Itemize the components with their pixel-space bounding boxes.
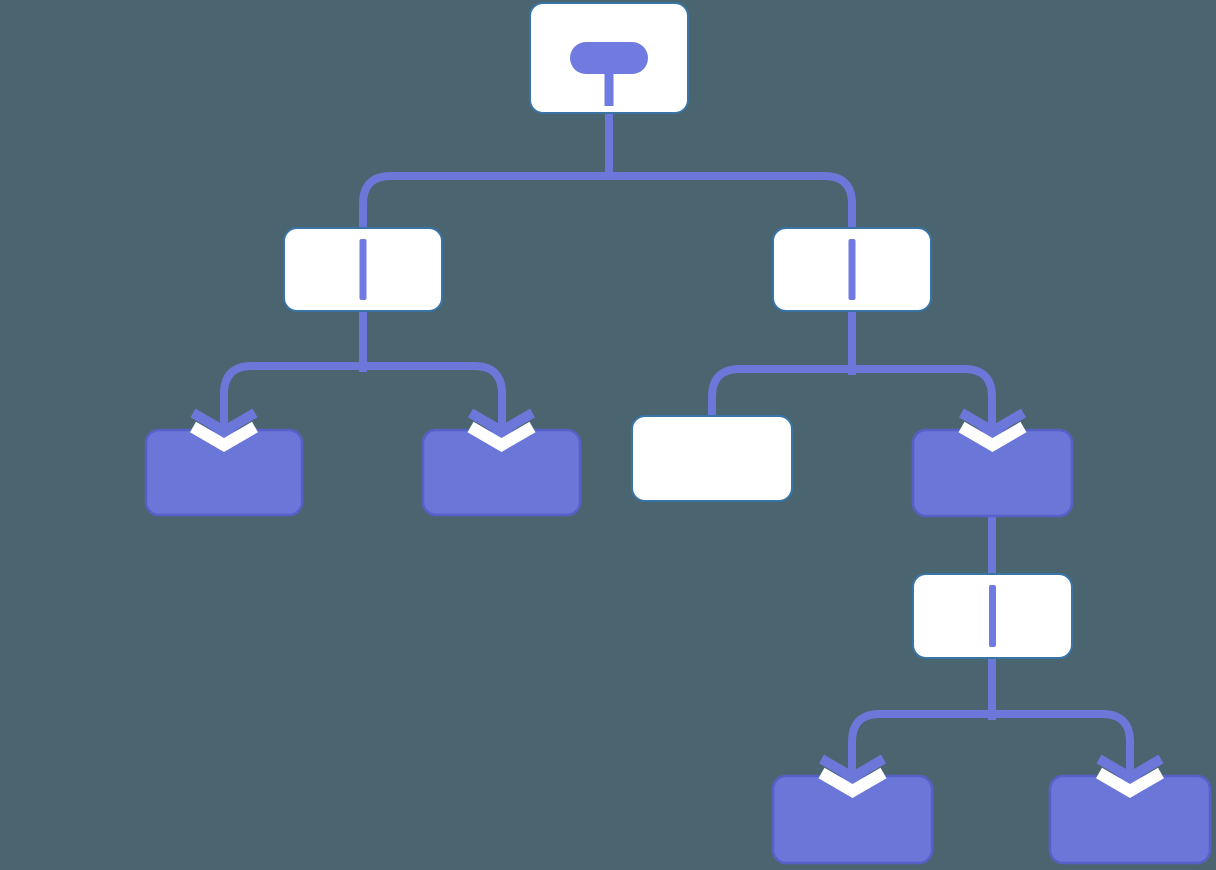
pass-through-line-icon — [989, 585, 996, 647]
chevron-white-shape — [818, 767, 887, 798]
node-child-right-white[interactable] — [631, 415, 793, 502]
collapsed-branch-pill-icon — [570, 42, 648, 106]
chevron-purple-shape — [1096, 754, 1164, 783]
node-branch-left[interactable] — [283, 227, 443, 312]
double-chevron-down-icon — [958, 408, 1027, 452]
chevron-white-shape — [467, 421, 536, 452]
chevron-purple-shape — [467, 408, 536, 437]
double-chevron-down-icon — [189, 408, 259, 452]
pill-stem-shape — [604, 72, 614, 106]
connector-left-branches[interactable] — [220, 362, 506, 428]
pass-through-line-icon — [848, 239, 856, 300]
connector-bottom-branches[interactable] — [848, 710, 1134, 774]
chevron-purple-shape — [818, 754, 887, 783]
chevron-white-shape — [1095, 767, 1165, 798]
chevron-white-shape — [189, 421, 259, 452]
node-branch-right[interactable] — [772, 227, 932, 312]
double-chevron-down-icon — [1095, 754, 1165, 798]
connector-right-branches[interactable] — [708, 365, 996, 428]
node-child-right-white-box[interactable] — [631, 415, 793, 502]
pass-through-line-icon — [359, 239, 367, 300]
double-chevron-down-icon — [818, 754, 887, 798]
node-root[interactable] — [529, 2, 689, 114]
double-chevron-down-icon — [467, 408, 536, 452]
chevron-white-shape — [958, 421, 1027, 452]
pill-shape — [570, 42, 648, 74]
chevron-purple-shape — [958, 408, 1027, 437]
node-branch-bottom[interactable] — [912, 573, 1073, 659]
chevron-purple-shape — [190, 408, 258, 437]
connector-root-branches[interactable] — [359, 172, 856, 228]
